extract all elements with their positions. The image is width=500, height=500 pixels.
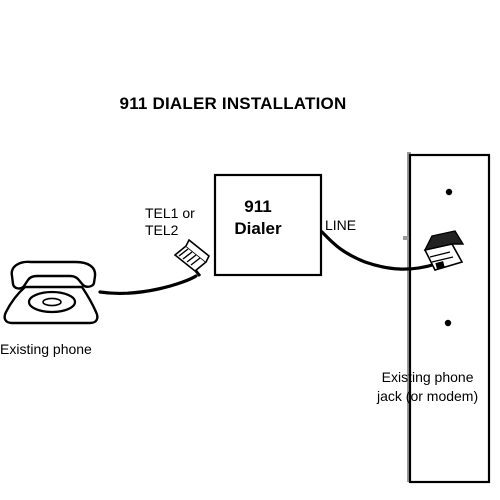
wall-jack-plate bbox=[403, 152, 491, 484]
wall-plate bbox=[408, 153, 491, 484]
wall-plate-edge-mark bbox=[403, 236, 409, 240]
rj11-connector-icon bbox=[173, 238, 211, 277]
dialer-box bbox=[213, 173, 323, 277]
phone-cord bbox=[98, 274, 198, 295]
line-cord bbox=[320, 230, 438, 271]
phone-caption: Existing phone bbox=[0, 341, 92, 357]
tel-port-label: TEL1 or TEL2 bbox=[145, 205, 195, 238]
diagram-title: 911 DIALER INSTALLATION bbox=[119, 94, 347, 113]
telephone-icon bbox=[3, 260, 99, 325]
dialer-label-text: Dialer bbox=[234, 219, 282, 239]
wall-plate-screw-top bbox=[445, 188, 453, 196]
wall-plate-screw-bottom bbox=[444, 319, 452, 327]
line-port-label: LINE bbox=[325, 217, 357, 233]
dialer-label-number: 911 bbox=[244, 197, 272, 216]
dialer-label: 911 Dialer bbox=[228, 196, 288, 240]
wall-jack-icon bbox=[423, 230, 465, 271]
jack-caption: Existing phone jack (or modem) bbox=[377, 369, 479, 404]
